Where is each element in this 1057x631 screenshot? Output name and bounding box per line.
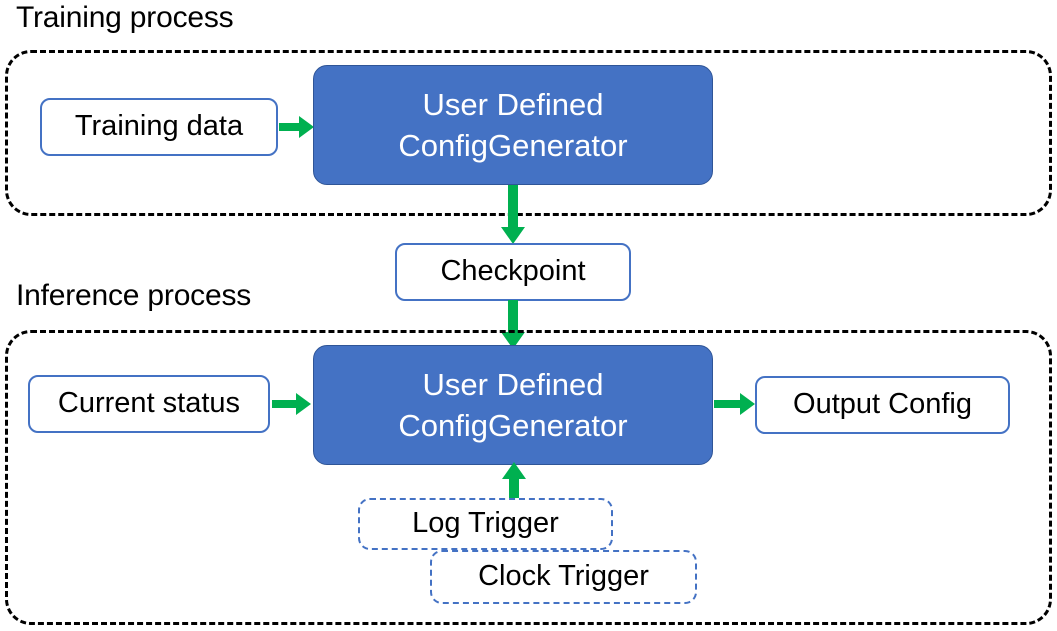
- arrow-training-data-to-process: [279, 114, 315, 140]
- current-status-node[interactable]: Current status: [28, 375, 270, 433]
- training-process-title: Training process: [16, 1, 234, 34]
- inference-process-group: [5, 330, 1052, 625]
- inference-config-generator-line1: User Defined: [422, 366, 604, 402]
- training-config-generator-line2: ConfigGenerator: [398, 127, 628, 163]
- training-data-label: Training data: [74, 110, 244, 143]
- checkpoint-label: Checkpoint: [440, 255, 586, 288]
- arrow-process-to-output-config: [714, 391, 756, 417]
- training-process-group: [5, 50, 1052, 216]
- inference-config-generator-line2: ConfigGenerator: [398, 407, 628, 443]
- inference-process-title: Inference process: [16, 279, 252, 312]
- clock-trigger-node[interactable]: Clock Trigger: [430, 550, 697, 604]
- arrow-triggers-to-process: [500, 462, 528, 504]
- log-trigger-label: Log Trigger: [412, 507, 559, 540]
- arrow-checkpoint-to-inference-process: [499, 300, 527, 350]
- current-status-label: Current status: [57, 387, 241, 420]
- training-config-generator-line1: User Defined: [422, 86, 604, 122]
- arrow-training-process-to-checkpoint: [499, 185, 527, 245]
- training-config-generator-node[interactable]: User Defined ConfigGenerator: [313, 65, 713, 185]
- output-config-label: Output Config: [793, 388, 972, 421]
- arrow-current-status-to-process: [272, 391, 312, 417]
- output-config-node[interactable]: Output Config: [755, 376, 1010, 434]
- checkpoint-node[interactable]: Checkpoint: [395, 243, 631, 301]
- inference-config-generator-node[interactable]: User Defined ConfigGenerator: [313, 345, 713, 465]
- log-trigger-node[interactable]: Log Trigger: [358, 498, 613, 550]
- training-data-node[interactable]: Training data: [40, 98, 278, 156]
- clock-trigger-label: Clock Trigger: [478, 560, 649, 593]
